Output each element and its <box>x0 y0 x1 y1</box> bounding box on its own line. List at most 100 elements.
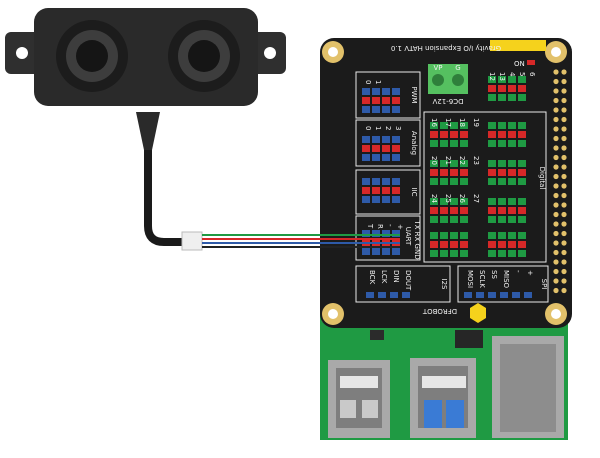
digital-header-pin <box>508 122 516 129</box>
spi-pin-minus: - <box>514 270 522 273</box>
iic-header-pin <box>382 196 390 203</box>
gpio-pin <box>561 259 567 265</box>
digital-header-pin <box>488 250 496 257</box>
uart-header-pin <box>382 230 390 237</box>
digital-header-pin <box>518 169 526 176</box>
gpio-pin <box>561 183 567 189</box>
iic-header-pin <box>362 187 370 194</box>
digital-header-pin <box>440 122 448 129</box>
gpio-pin <box>553 192 559 199</box>
digital-header-pin <box>508 216 516 223</box>
analog-header-pin <box>372 154 380 161</box>
digital-frame <box>423 111 547 263</box>
iic-header-pin <box>392 178 400 185</box>
spi-header-pin <box>524 292 532 298</box>
gpio-pin <box>553 145 559 151</box>
gpio-pin <box>553 249 559 256</box>
digital-pin-number: 23 <box>472 156 480 165</box>
dfrobot-logo: DFROBOT <box>422 303 486 323</box>
pi-chip <box>455 330 483 348</box>
digital-header-pin <box>508 131 516 138</box>
digital-header-pin <box>440 198 448 205</box>
analog-header-pin <box>372 136 380 143</box>
pwm-header-pin <box>362 97 370 104</box>
iic-frame <box>355 169 421 215</box>
spi-pin-sclk: SCLK <box>478 270 486 288</box>
digital-pin-number: 13 <box>498 72 506 81</box>
title-badge <box>490 40 546 51</box>
digital-header-pin <box>460 140 468 147</box>
digital-header-pin <box>450 250 458 257</box>
digital-header-pin <box>508 207 516 214</box>
analog-header-pin <box>382 145 390 152</box>
gpio-pin <box>553 183 559 189</box>
digital-header-pin <box>498 169 506 176</box>
pwm-header-pin <box>362 106 370 113</box>
digital-header-pin <box>430 241 438 248</box>
digital-header-pin <box>518 216 526 223</box>
terminal-mark-vp: VP <box>433 64 442 72</box>
uart-header-pin <box>392 248 400 255</box>
pwm-frame <box>355 71 421 119</box>
digital-pin-number: 19 <box>472 118 480 127</box>
analog-header-pin <box>362 136 370 143</box>
digital-header-pin <box>450 122 458 129</box>
power-terminal: VP G DC6-12V <box>428 64 468 105</box>
gpio-pin <box>553 154 559 161</box>
sensor-tab-right-hole <box>264 47 276 59</box>
digital-header-pin <box>460 198 468 205</box>
digital-header-pin <box>430 178 438 185</box>
digital-header-pin <box>488 131 496 138</box>
digital-pin-number: 5 <box>518 72 526 76</box>
gpio-pin <box>553 116 559 123</box>
iic-header-pin <box>372 178 380 185</box>
digital-header-pin <box>460 241 468 248</box>
gpio-pin <box>553 278 559 284</box>
digital-header-pin <box>460 122 468 129</box>
digital-header-pin <box>450 140 458 147</box>
gpio-pin <box>561 69 567 75</box>
mount-hole-bottom-left-inner <box>328 309 338 319</box>
digital-header-pin <box>508 76 516 83</box>
digital-header-pin <box>430 140 438 147</box>
pwm-header-pin <box>362 88 370 95</box>
gpio-pin <box>553 240 559 246</box>
digital-header-pin <box>518 178 526 185</box>
analog-frame <box>355 119 421 167</box>
gpio-pin <box>561 116 567 123</box>
digital-header-pin <box>450 131 458 138</box>
spi-header-pin <box>476 292 484 298</box>
spi-header-pin <box>512 292 520 298</box>
digital-pin-number: 18 <box>458 118 466 127</box>
digital-header-pin <box>440 131 448 138</box>
digital-header-pin <box>498 94 506 101</box>
pwm-header-pin <box>392 88 400 95</box>
gpio-pin <box>553 107 559 113</box>
expansion-hat: Gravity I/O Expansion HATV 1.0 VP G DC6-… <box>320 38 572 328</box>
uart-header-pin <box>362 230 370 237</box>
analog-header-pin <box>372 145 380 152</box>
iic-header-pin <box>372 196 380 203</box>
gpio-pin <box>553 202 559 208</box>
digital-header-pin <box>460 232 468 239</box>
digital-header-pin <box>488 216 496 223</box>
digital-header-pin <box>488 122 496 129</box>
uart-label: UART <box>404 227 412 246</box>
i2s-pin-lck: LCK <box>380 270 388 284</box>
digital-header-pin <box>518 140 526 147</box>
on-led <box>527 60 535 65</box>
spi-label: SPI <box>540 279 548 290</box>
digital-header-pin <box>430 207 438 214</box>
uart-header-pin <box>362 248 370 255</box>
mount-hole-bottom-right-inner <box>551 309 561 319</box>
digital-header-pin <box>508 169 516 176</box>
spi-header-pin <box>464 292 472 298</box>
sensor-cable <box>144 150 400 251</box>
pwm-header-pin <box>372 106 380 113</box>
digital-header-pin <box>488 140 496 147</box>
gpio-pin <box>553 164 559 170</box>
gpio-pin <box>553 97 559 104</box>
digital-header-pin <box>450 207 458 214</box>
i2s-header-pin <box>378 292 386 298</box>
iic-header-pin <box>392 196 400 203</box>
